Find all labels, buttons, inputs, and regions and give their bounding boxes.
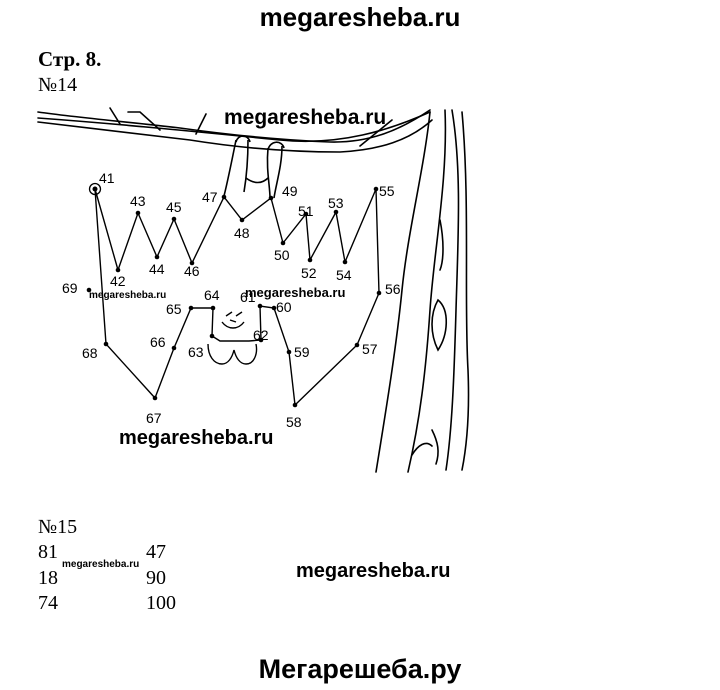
watermark-picture-3: megaresheba.ru (89, 290, 167, 301)
dot-47 (221, 194, 227, 200)
dots (86, 186, 382, 408)
task-15-label: №15 (38, 516, 78, 538)
dot-51 (303, 211, 309, 217)
dot-label: 58 (286, 414, 302, 430)
answer-col1-row1: 81 (38, 541, 58, 563)
dot-42 (115, 267, 121, 273)
bat-feet (223, 135, 285, 199)
dot-label: 51 (298, 203, 314, 219)
watermark-picture-1: megaresheba.ru (224, 106, 387, 129)
dot-48 (239, 217, 245, 223)
branch (37, 107, 433, 153)
dot-label: 68 (82, 345, 98, 361)
dot-66 (171, 345, 177, 351)
watermark-bottom: Мегарешеба.ру (258, 654, 462, 684)
dot-65 (188, 305, 194, 311)
dot-label: 65 (166, 301, 182, 317)
dot-label: 62 (253, 327, 269, 343)
dot-56 (376, 290, 382, 296)
answer-col2-row2: 90 (146, 567, 166, 589)
dot-label: 44 (149, 261, 165, 277)
dot-43 (135, 210, 141, 216)
tree-trunk (37, 109, 470, 473)
dot-label: 63 (188, 344, 204, 360)
watermark-side: megaresheba.ru (296, 560, 451, 582)
dot-59 (286, 349, 292, 355)
dot-label: 52 (301, 265, 317, 281)
dot-label: 49 (282, 183, 298, 199)
dot-57 (354, 342, 360, 348)
dot-61 (257, 303, 263, 309)
dot-label: 50 (274, 247, 290, 263)
dot-label: 57 (362, 341, 378, 357)
dot-52 (307, 257, 313, 263)
dot-62 (258, 337, 264, 343)
dot-64 (210, 305, 216, 311)
dot-label: 45 (166, 199, 182, 215)
dot-41 (92, 186, 98, 192)
dot-69 (86, 287, 92, 293)
dot-63 (209, 333, 215, 339)
watermark-small: megaresheba.ru (62, 559, 140, 570)
dot-label: 42 (110, 273, 126, 289)
dot-45 (171, 216, 177, 222)
dot-55 (373, 186, 379, 192)
dot-label: 56 (385, 281, 401, 297)
watermark-top: megaresheba.ru (259, 2, 461, 32)
dot-label: 64 (204, 287, 220, 303)
dot-label: 54 (336, 267, 352, 283)
dot-label: 53 (328, 195, 344, 211)
dot-label: 60 (276, 299, 292, 315)
dot-label: 69 (62, 280, 78, 296)
dot-50 (280, 240, 286, 246)
dot-44 (154, 254, 160, 260)
dot-67 (152, 395, 158, 401)
page-reference: Стр. 8. (38, 47, 102, 71)
dot-label: 43 (130, 193, 146, 209)
answer-col2-row3: 100 (146, 592, 176, 614)
dot-68 (103, 341, 109, 347)
dot-label: 67 (146, 410, 162, 426)
bat-face (207, 311, 258, 365)
answer-col1-row3: 74 (38, 592, 58, 614)
answer-col1-row2: 18 (38, 567, 58, 589)
dot-label: 55 (379, 183, 395, 199)
dot-53 (333, 209, 339, 215)
dot-46 (189, 260, 195, 266)
dot-labels: 41 42 43 44 45 46 47 48 49 50 51 52 53 5… (62, 170, 401, 430)
dot-label: 48 (234, 225, 250, 241)
dot-label: 61 (240, 289, 256, 305)
dot-label: 41 (99, 170, 115, 186)
dot-54 (342, 259, 348, 265)
dot-label: 66 (150, 334, 166, 350)
dot-49 (268, 195, 274, 201)
watermark-picture-2: megaresheba.ru (245, 285, 346, 300)
task-14-label: №14 (38, 74, 78, 96)
dot-label: 59 (294, 344, 310, 360)
dot-label: 47 (202, 189, 218, 205)
start-dot-ring (88, 182, 102, 196)
dot-label: 46 (184, 263, 200, 279)
answer-col2-row1: 47 (146, 541, 166, 563)
dot-60 (271, 305, 277, 311)
watermark-picture-4: megaresheba.ru (119, 427, 274, 449)
dot-58 (292, 402, 298, 408)
